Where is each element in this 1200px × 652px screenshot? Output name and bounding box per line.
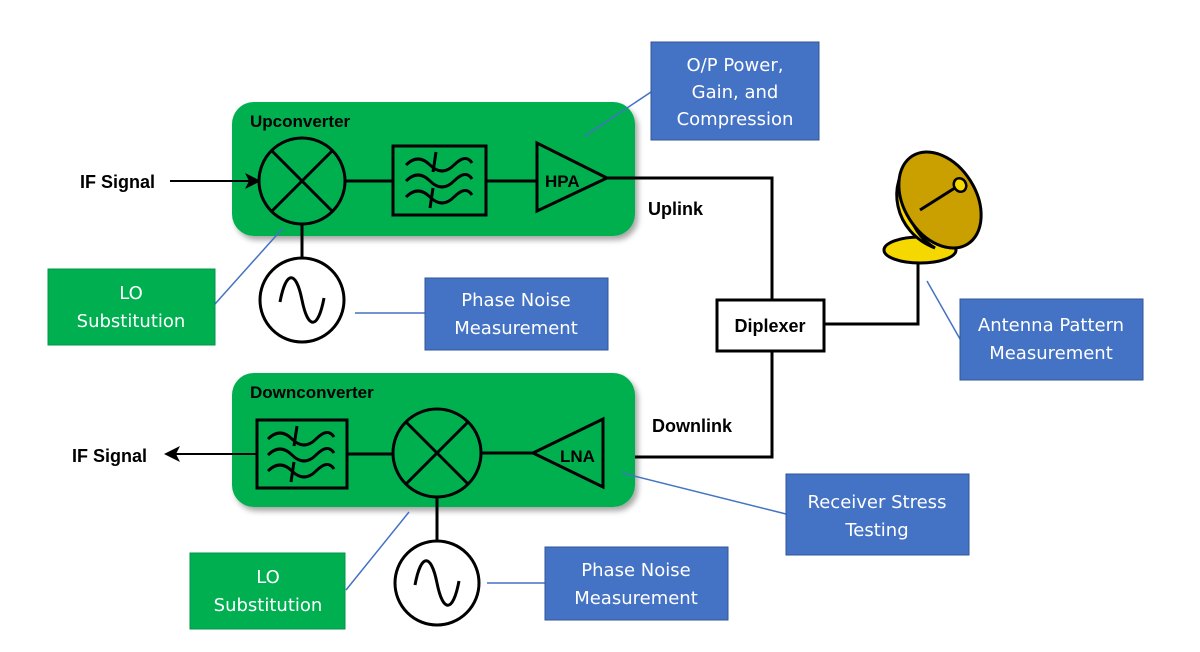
leader-line	[926, 280, 961, 340]
callout-lo-substitution-top[interactable]: LO Substitution	[47, 268, 216, 346]
uplink-wire	[607, 176, 774, 300]
diplexer-block[interactable]: Diplexer	[715, 298, 826, 353]
hpa-amplifier-icon	[535, 140, 611, 214]
antenna-wire	[824, 262, 920, 326]
callout-receiver-stress[interactable]: Receiver Stress Testing	[785, 473, 970, 556]
callout-text-line: O/P Power,	[687, 55, 784, 76]
lo-oscillator-bottom-icon	[393, 539, 481, 627]
downconverter-box	[232, 373, 635, 507]
callout-text-line: Testing	[844, 520, 908, 541]
callout-text-line: Substitution	[77, 311, 186, 332]
downconverter-label: Downconverter	[250, 383, 374, 402]
upconverter-block[interactable]: Upconverter HPA	[232, 102, 635, 236]
callout-text-line: Gain, and	[692, 82, 779, 103]
callout-text-line: Measurement	[454, 318, 578, 339]
uplink-label: Uplink	[648, 199, 704, 219]
callout-text-line: Measurement	[989, 343, 1113, 364]
hpa-label: HPA	[545, 172, 580, 191]
callout-lo-substitution-bottom[interactable]: LO Substitution	[189, 552, 346, 630]
downconverter-block[interactable]: Downconverter LNA	[232, 373, 635, 507]
satellite-dish-icon	[882, 150, 983, 265]
callout-text-line: Substitution	[214, 595, 323, 616]
lo-oscillator-top-icon	[258, 256, 346, 344]
callout-phase-noise-top[interactable]: Phase Noise Measurement	[424, 277, 609, 351]
lna-label: LNA	[560, 447, 595, 466]
diplexer-label: Diplexer	[734, 316, 805, 336]
callout-text-line: LO	[119, 283, 143, 304]
callout-antenna-pattern[interactable]: Antenna Pattern Measurement	[959, 298, 1144, 381]
leader-line	[214, 227, 284, 305]
callout-text-line: LO	[256, 567, 280, 588]
callout-text-line: Compression	[677, 109, 794, 130]
upconverter-label: Upconverter	[250, 112, 351, 131]
leader-line	[584, 91, 652, 137]
if-signal-input-label: IF Signal	[80, 172, 155, 192]
downlink-label: Downlink	[652, 416, 733, 436]
callout-text-line: Receiver Stress	[808, 492, 947, 513]
callout-phase-noise-bottom[interactable]: Phase Noise Measurement	[544, 546, 729, 621]
callout-text-line: Measurement	[574, 588, 698, 609]
lna-amplifier-icon	[529, 416, 605, 490]
callout-text-line: Antenna Pattern	[978, 315, 1124, 336]
callout-text-line: Phase Noise	[461, 290, 570, 311]
callout-op-power-gain-compression[interactable]: O/P Power, Gain, and Compression	[650, 41, 820, 141]
callout-text-line: Phase Noise	[581, 560, 690, 581]
downlink-wire	[603, 351, 774, 459]
leader-line	[621, 472, 787, 515]
if-signal-output-label: IF Signal	[72, 446, 147, 466]
leader-line	[345, 511, 410, 591]
